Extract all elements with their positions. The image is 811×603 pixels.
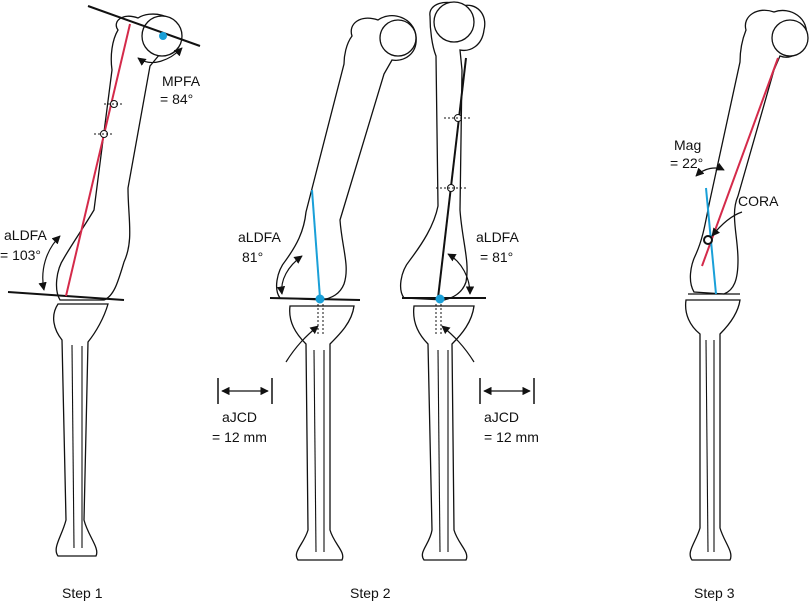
step3-femur bbox=[689, 9, 809, 295]
step1-mpfa-arc bbox=[137, 47, 183, 66]
step1-femoral-neck-line bbox=[87, 5, 201, 47]
step3-cora-point bbox=[703, 235, 713, 245]
step2-left-knee-joint-line bbox=[269, 297, 361, 301]
step3-caption: Step 3 bbox=[694, 585, 735, 601]
step1-aldfa-arc bbox=[38, 235, 61, 291]
step1-aldfa-value: = 103° bbox=[0, 247, 41, 263]
step2-left-femur bbox=[275, 15, 417, 301]
step1-femoral-head-center bbox=[159, 32, 167, 40]
step2-left-figure: aLDFA 81° aJCD = 12 mm bbox=[212, 15, 417, 561]
step2-left-tibia bbox=[289, 305, 355, 561]
step3-cora-label: CORA bbox=[738, 193, 779, 209]
step2-right-aldfa-value: = 81° bbox=[480, 249, 513, 265]
step2-right-aldfa-label: aLDFA bbox=[476, 229, 519, 245]
step2-left-joint-center bbox=[315, 294, 325, 304]
step1-caption: Step 1 bbox=[62, 585, 103, 601]
step2-left-aldfa-value: 81° bbox=[242, 249, 263, 265]
step2-right-tibia bbox=[412, 305, 475, 561]
step2-right-joint-center bbox=[435, 294, 445, 304]
step1-mpfa-value: = 84° bbox=[160, 91, 193, 107]
step1-aldfa-label: aLDFA bbox=[4, 227, 47, 243]
step1-anatomic-axis-red bbox=[65, 23, 131, 297]
step2-left-anatomic-axis-blue bbox=[311, 189, 321, 299]
step2-right-mechanical-axis bbox=[437, 57, 467, 299]
step1-mpfa-label: MPFA bbox=[162, 73, 201, 89]
step3-tibia bbox=[684, 299, 741, 561]
step3-mag-label: Mag bbox=[674, 137, 701, 153]
step2-right-aldfa-arc bbox=[447, 253, 475, 295]
step2-right-ajcd-pointer bbox=[441, 325, 475, 363]
step2-right-ajcd-value: = 12 mm bbox=[484, 429, 539, 445]
step2-right-midshaft-point-2 bbox=[447, 184, 455, 192]
step2-left-ajcd-value: = 12 mm bbox=[212, 429, 267, 445]
step3-mag-value: = 22° bbox=[670, 155, 703, 171]
step3-figure: Mag = 22° CORA Step 3 bbox=[670, 9, 809, 601]
step2-right-figure: aLDFA = 81° aJCD = 12 mm bbox=[399, 1, 539, 561]
step3-cora-pointer bbox=[711, 211, 743, 237]
step2-right-ajcd-label: aJCD bbox=[484, 409, 519, 425]
step2-caption: Step 2 bbox=[350, 585, 391, 601]
step2-left-aldfa-label: aLDFA bbox=[238, 229, 281, 245]
step2-left-ajcd-pointer bbox=[285, 325, 319, 363]
step3-mag-arc bbox=[695, 162, 725, 177]
step2-left-aldfa-arc bbox=[276, 255, 303, 295]
step2-left-ajcd-label: aJCD bbox=[222, 409, 257, 425]
step1-figure: MPFA = 84° aLDFA = 103° Step 1 bbox=[0, 5, 201, 601]
step1-tibia bbox=[52, 303, 109, 557]
